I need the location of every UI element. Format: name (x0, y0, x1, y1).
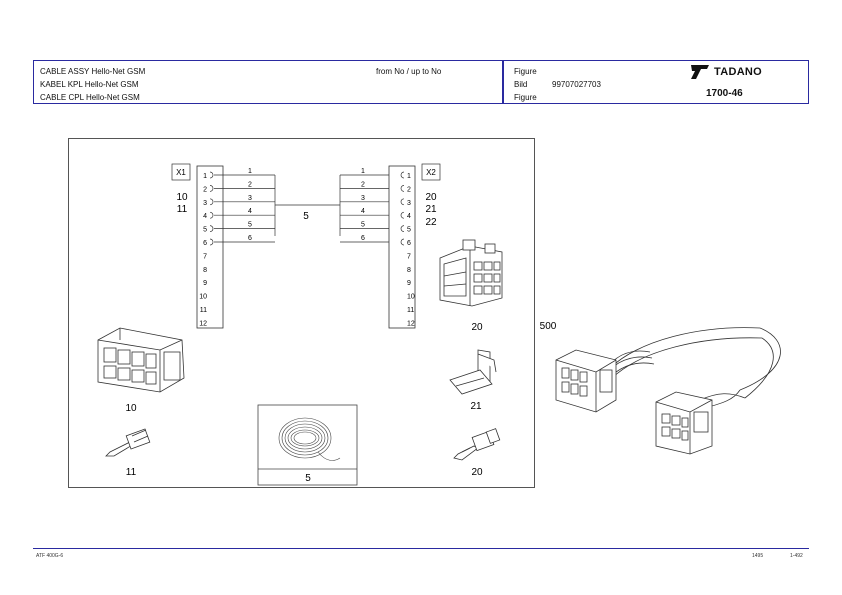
x1-socket-icon (209, 198, 214, 206)
footer-right: 1-492 (790, 553, 803, 559)
x1-socket-icon (209, 171, 214, 179)
x2-pin-number: 10 (407, 294, 415, 301)
lock-21-illustration (449, 349, 497, 395)
tadano-logo-icon (691, 65, 709, 79)
x1-pin-number: 8 (203, 267, 207, 274)
cable-ref-label: 5 (303, 211, 309, 222)
assembly-500-label: 500 (540, 321, 557, 332)
label-figure-fr: Figure (514, 93, 537, 102)
lock-21-label: 21 (470, 401, 482, 412)
drawing-frame (68, 138, 535, 488)
left-ref-10: 10 (176, 192, 188, 203)
contact-20-illustration (453, 428, 501, 461)
x2-pin-number: 8 (407, 267, 411, 274)
x2-pin-number: 6 (407, 240, 411, 247)
x1-pin-number: 12 (199, 320, 207, 327)
contact-20-label: 20 (471, 467, 483, 478)
x2-socket-icon (400, 211, 405, 219)
housing-20-label: 20 (471, 322, 483, 333)
x2-socket-icon (400, 198, 405, 206)
x2-pin-number: 11 (407, 307, 414, 314)
contact-11-label: 11 (126, 467, 137, 478)
description-fr: CABLE CPL Hello-Net GSM (40, 93, 140, 102)
x2-socket-icon (400, 185, 405, 192)
right-wire-number: 4 (361, 208, 365, 215)
x2-pin-number: 12 (407, 320, 415, 327)
serial-range: from No / up to No (376, 67, 442, 76)
contact-11-illustration (105, 428, 151, 457)
x1-pin-number: 1 (203, 173, 207, 180)
x1-label: X1 (176, 168, 186, 177)
title-block: CABLE ASSY Hello-Net GSM KABEL KPL Hello… (33, 60, 809, 104)
right-wire-number: 6 (361, 235, 365, 242)
x1-socket-icon (209, 238, 214, 246)
x1-pin-number: 9 (203, 280, 207, 287)
label-bild: Bild (514, 80, 528, 89)
housing-20-illustration (439, 239, 503, 307)
right-ref-21: 21 (425, 204, 437, 215)
left-wire-number: 6 (248, 235, 252, 242)
left-wire-number: 4 (248, 208, 252, 215)
x1-socket-icon (209, 225, 214, 232)
x1-socket-icon (209, 185, 214, 192)
x1-pin-number: 6 (203, 240, 207, 247)
title-divider (502, 61, 504, 103)
right-wire-number: 1 (361, 168, 365, 175)
x2-pin-number: 2 (407, 186, 411, 193)
x1-pin-number: 10 (199, 294, 207, 301)
x2-label: X2 (426, 168, 436, 177)
right-wire-number: 5 (361, 222, 365, 229)
right-ref-22: 22 (425, 217, 437, 228)
x1-pin-number: 5 (203, 227, 207, 234)
x2-pin-number: 5 (407, 227, 411, 234)
x2-socket-icon (400, 225, 405, 232)
left-wire-number: 2 (248, 181, 252, 188)
description-de: KABEL KPL Hello-Net GSM (40, 80, 139, 89)
cable-coil-illustration (278, 417, 341, 461)
label-figure: Figure (514, 67, 537, 76)
left-ref-11: 11 (177, 204, 188, 215)
left-wire-number: 3 (248, 195, 252, 202)
assembly-500-housing-a (555, 349, 617, 413)
footer-left: ATF 400G-6 (36, 553, 64, 559)
x2-pin-number: 7 (407, 253, 411, 260)
x1-pin-number: 11 (200, 307, 207, 314)
x2-label-box (421, 163, 441, 181)
x2-socket-icon (400, 171, 405, 179)
x1-pin-number: 3 (203, 200, 207, 207)
x2-socket-icon (400, 238, 405, 246)
x1-label-box (171, 163, 191, 181)
left-wire-group: 1 2 3 4 5 6 (214, 168, 275, 243)
x1-pin-number: 2 (203, 186, 207, 193)
footer-mid: 1495 (752, 553, 764, 559)
x2-pin-number: 9 (407, 280, 411, 287)
x1-pin-number: 4 (203, 213, 207, 220)
x2-pin-number: 1 (407, 173, 411, 180)
x2-pin-number: 3 (407, 200, 411, 207)
footer-line (33, 548, 809, 549)
x1-pin-number: 7 (203, 253, 207, 260)
description-en: CABLE ASSY Hello-Net GSM (40, 67, 146, 76)
left-wire-number: 5 (248, 222, 252, 229)
right-wire-number: 3 (361, 195, 365, 202)
x1-socket-icon (209, 211, 214, 219)
figure-number: 1700-46 (706, 88, 743, 99)
housing-10-illustration (97, 327, 185, 393)
cable-coil-label: 5 (305, 473, 311, 484)
brand-name: TADANO (714, 66, 763, 78)
x2-pin-number: 4 (407, 213, 411, 220)
part-number: 99707027703 (552, 80, 601, 89)
assembly-500-housing-b (655, 391, 713, 455)
x2-connector-strip (388, 165, 416, 329)
right-ref-20: 20 (425, 192, 437, 203)
x1-connector-strip (196, 165, 224, 329)
right-wire-number: 2 (361, 181, 365, 188)
housing-10-label: 10 (125, 403, 137, 414)
left-wire-number: 1 (248, 168, 252, 175)
